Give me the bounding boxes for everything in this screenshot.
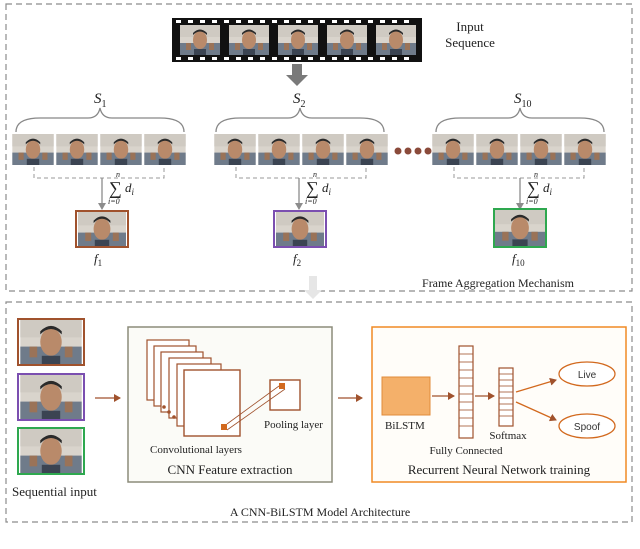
ellipsis-dots xyxy=(394,147,432,155)
input-filmstrip xyxy=(172,18,422,62)
down-arrow-icon xyxy=(286,64,308,86)
bilstm-label: BiLSTM xyxy=(385,420,425,432)
bilstm-block xyxy=(381,376,431,416)
rnn-title: Recurrent Neural Network training xyxy=(408,462,591,477)
frame-label-f2: f2 xyxy=(293,251,301,268)
frame-aggregation-caption: Frame Aggregation Mechanism xyxy=(422,276,575,290)
aggregated-frame-f10 xyxy=(493,208,547,248)
bracket-s2 xyxy=(235,167,367,179)
softmax-layer xyxy=(498,367,514,427)
segment-frames-s1 xyxy=(12,134,186,165)
svg-text:di: di xyxy=(125,180,135,197)
pooling-layer-label: Pooling layer xyxy=(264,419,323,431)
segment-label-s2: S2 xyxy=(293,91,306,110)
model-architecture-caption: A CNN-BiLSTM Model Architecture xyxy=(230,505,410,519)
brace-s10 xyxy=(435,107,605,133)
aggregated-frame-f1 xyxy=(75,210,129,248)
segment-frames-s10 xyxy=(432,134,606,165)
segment-label-s1: S1 xyxy=(94,91,107,110)
spoof-output-node xyxy=(558,413,616,439)
sum-formula-2: n ∑ i=0 di xyxy=(305,170,332,206)
section-connector-arrow-icon xyxy=(304,276,322,299)
model-architecture-panel xyxy=(5,301,633,523)
input-label-line2: Sequence xyxy=(445,35,495,50)
svg-text:∑: ∑ xyxy=(527,178,540,198)
svg-text:n: n xyxy=(313,170,317,179)
brace-s2 xyxy=(215,107,385,133)
conv-layers-label: Convolutional layers xyxy=(150,444,242,456)
frame-label-f10: f10 xyxy=(512,251,525,268)
spoof-label: Spoof xyxy=(574,422,600,433)
sum-formula-10: n ∑ i=0 di xyxy=(526,170,553,206)
segment-frames-s2 xyxy=(214,134,388,165)
bracket-s1 xyxy=(33,167,165,179)
brace-s1 xyxy=(15,107,185,133)
bracket-s10 xyxy=(453,167,585,179)
aggregated-frame-f2 xyxy=(273,210,327,248)
svg-text:n: n xyxy=(116,170,120,179)
softmax-to-live-arrow xyxy=(515,377,557,393)
frame-label-f1: f1 xyxy=(94,251,102,268)
svg-text:i=0: i=0 xyxy=(305,197,317,206)
pooling-layer-block xyxy=(226,379,301,431)
svg-text:i=0: i=0 xyxy=(526,197,538,206)
softmax-to-spoof-arrow xyxy=(515,401,557,422)
segment-label-s10: S10 xyxy=(514,91,532,110)
live-label: Live xyxy=(578,370,597,381)
fully-connected-layer xyxy=(458,345,474,439)
live-output-node xyxy=(558,361,616,387)
fully-connected-label: Fully Connected xyxy=(429,445,503,457)
sequential-input-label: Sequential input xyxy=(12,484,97,499)
conv-layer-stack xyxy=(146,339,241,437)
input-label-line1: Input xyxy=(456,19,484,34)
svg-text:i=0: i=0 xyxy=(108,197,120,206)
svg-text:n: n xyxy=(534,170,538,179)
svg-text:∑: ∑ xyxy=(306,178,319,198)
sequential-input-frames xyxy=(17,318,85,475)
cnn-title: CNN Feature extraction xyxy=(168,462,293,477)
svg-text:di: di xyxy=(322,180,332,197)
sum-formula-1: n ∑ i=0 di xyxy=(108,170,135,206)
svg-text:∑: ∑ xyxy=(109,178,122,198)
softmax-label: Softmax xyxy=(489,430,527,442)
svg-text:di: di xyxy=(543,180,553,197)
